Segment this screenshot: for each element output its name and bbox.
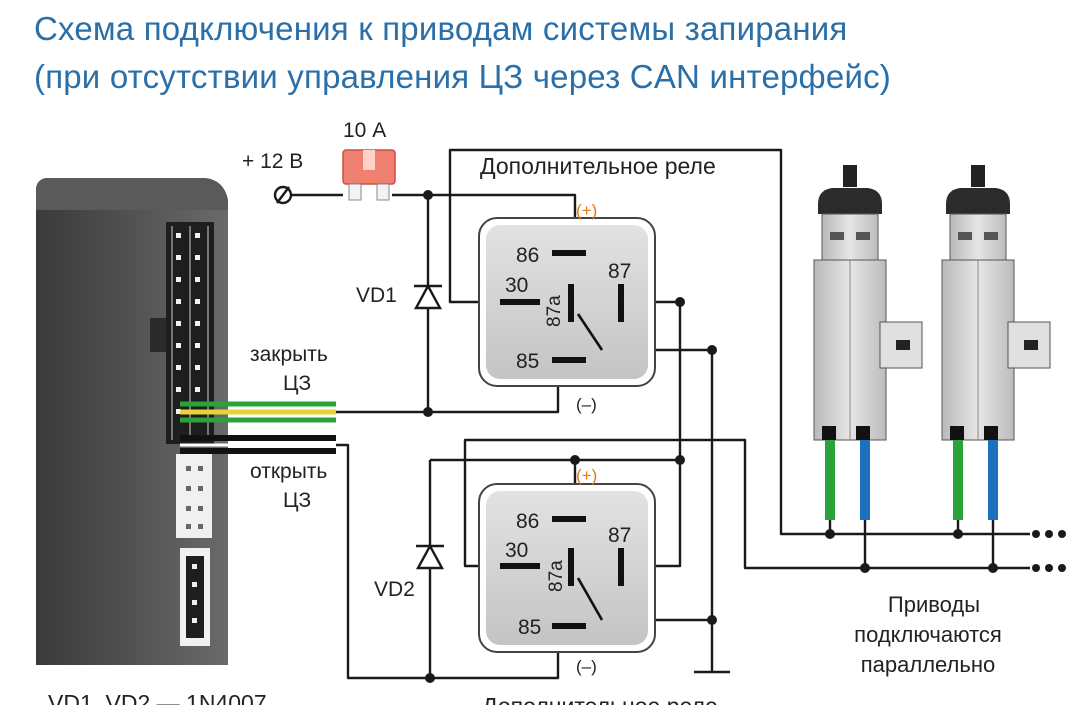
- diagram-title-line-1: Схема подключения к приводам системы зап…: [34, 10, 848, 47]
- actuators-caption-3: параллельно: [861, 652, 995, 677]
- fuse-icon: [342, 149, 396, 201]
- relay-top-minus: (–): [576, 395, 597, 414]
- relay-top-pin87: 87: [608, 260, 631, 283]
- relay-bottom-pin87a: 87a: [546, 560, 567, 592]
- relay-bottom-caption: Дополнительное реле: [482, 693, 718, 705]
- relay-top-pin85: 85: [516, 350, 539, 373]
- relay-top-pin30: 30: [505, 274, 528, 297]
- control-unit: [36, 178, 228, 665]
- relay-bottom-pin30: 30: [505, 539, 528, 562]
- relay-bottom: [478, 483, 656, 653]
- close-label-2: ЦЗ: [283, 372, 311, 395]
- relay-bottom-pin87: 87: [608, 524, 631, 547]
- vd1-label: VD1: [356, 284, 397, 307]
- open-label-1: открыть: [250, 460, 327, 483]
- relay-top-plus: (+): [576, 201, 597, 220]
- junction-dots: [423, 190, 998, 683]
- relay-top-pin86: 86: [516, 244, 539, 267]
- relay-top: [478, 217, 656, 387]
- actuators-caption-1: Приводы: [888, 592, 980, 617]
- supply-terminal: [273, 185, 293, 205]
- fuse-label: 10 А: [343, 119, 386, 142]
- relay-bottom-pin86: 86: [516, 510, 539, 533]
- diodes-note: VD1, VD2 — 1N4007: [48, 690, 267, 705]
- relay-bottom-minus: (–): [576, 657, 597, 676]
- relay-bottom-plus: (+): [576, 466, 597, 485]
- diode-vd1: [413, 283, 443, 310]
- relay-top-pin87a: 87a: [544, 295, 565, 327]
- diode-vd2: [415, 543, 445, 570]
- relay-top-caption: Дополнительное реле: [480, 153, 716, 179]
- open-label-2: ЦЗ: [283, 489, 311, 512]
- continuation-dots: [1032, 530, 1066, 572]
- close-label-1: закрыть: [250, 343, 328, 366]
- actuator-1: [813, 165, 923, 568]
- open-wire: [180, 435, 336, 454]
- diagram-title-line-2: (при отсутствии управления ЦЗ через CAN …: [34, 58, 891, 95]
- vd2-label: VD2: [374, 578, 415, 601]
- actuator-2: [941, 165, 1051, 568]
- connector-pins: [176, 233, 200, 414]
- close-wire: [180, 401, 336, 423]
- relay-bottom-pin85: 85: [518, 616, 541, 639]
- actuators-caption-2: подключаются: [854, 622, 1002, 647]
- supply-label: + 12 В: [242, 150, 303, 173]
